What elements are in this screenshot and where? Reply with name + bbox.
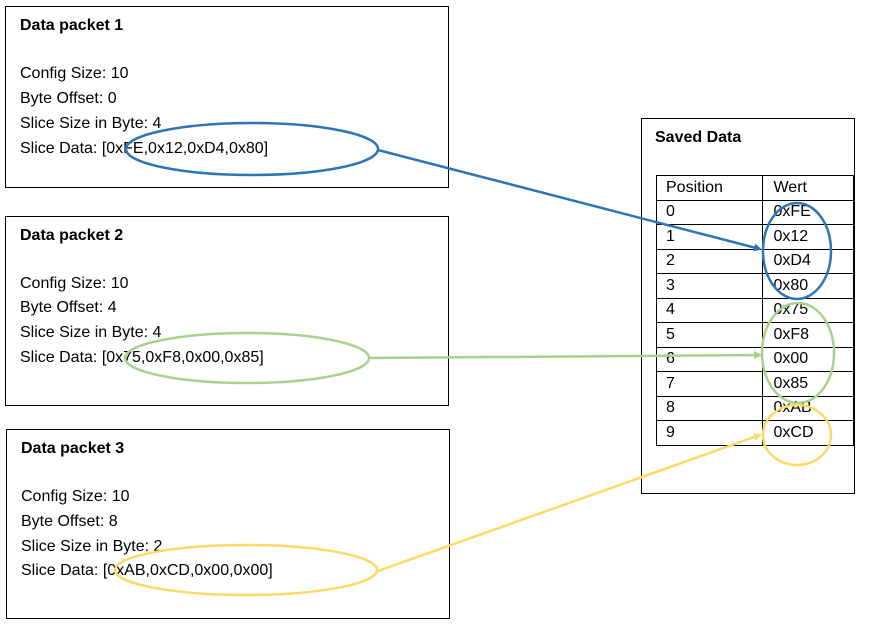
byte-offset-label: Byte Offset: 8: [21, 513, 118, 530]
position-cell: 3: [655, 273, 764, 299]
value-cell: 0xD4: [762, 248, 854, 274]
position-cell: 6: [655, 346, 764, 372]
packet-title: Data packet 1: [20, 17, 124, 34]
position-cell: 5: [655, 322, 764, 348]
value-cell: 0xF8: [762, 322, 854, 348]
config-size-label: Config Size: 10: [20, 65, 129, 82]
table-header-row: Position Wert: [655, 175, 854, 201]
value-cell: 0x80: [762, 273, 854, 299]
position-cell: 2: [655, 248, 764, 274]
position-cell: 8: [655, 395, 764, 421]
position-column-header: Position: [655, 175, 764, 201]
slice-size-label: Slice Size in Byte: 4: [20, 324, 162, 341]
value-cell: 0xAB: [762, 395, 854, 421]
position-cell: 1: [655, 224, 764, 250]
position-cell: 7: [655, 371, 764, 397]
value-column-header: Wert: [762, 175, 854, 201]
slice-data-label: Slice Data: [0x75,0xF8,0x00,0x85]: [20, 349, 264, 366]
value-cell: 0x85: [762, 371, 854, 397]
data-packet-2-box: Data packet 2 Config Size: 10 Byte Offse…: [5, 216, 449, 406]
value-cell: 0x12: [762, 224, 854, 250]
byte-offset-label: Byte Offset: 4: [20, 299, 117, 316]
packet-title: Data packet 3: [21, 440, 125, 457]
position-cell: 9: [655, 420, 764, 446]
slice-size-label: Slice Size in Byte: 4: [20, 115, 162, 132]
position-cell: 0: [655, 199, 764, 225]
slice-size-label: Slice Size in Byte: 2: [21, 538, 163, 555]
saved-data-title: Saved Data: [655, 129, 742, 146]
position-cell: 4: [655, 297, 764, 323]
config-size-label: Config Size: 10: [21, 488, 130, 505]
value-cell: 0x00: [762, 346, 854, 372]
slice-data-label: Slice Data: [0xFE,0x12,0xD4,0x80]: [20, 140, 269, 157]
config-size-label: Config Size: 10: [20, 275, 129, 292]
slice-data-label: Slice Data: [0xAB,0xCD,0x00,0x00]: [21, 562, 273, 579]
data-packet-1-box: Data packet 1 Config Size: 10 Byte Offse…: [5, 6, 449, 188]
value-cell: 0xCD: [762, 420, 854, 446]
data-packet-3-box: Data packet 3 Config Size: 10 Byte Offse…: [6, 429, 450, 619]
value-cell: 0xFE: [762, 199, 854, 225]
value-cell: 0x75: [762, 297, 854, 323]
byte-offset-label: Byte Offset: 0: [20, 90, 117, 107]
packet-title: Data packet 2: [20, 227, 124, 244]
